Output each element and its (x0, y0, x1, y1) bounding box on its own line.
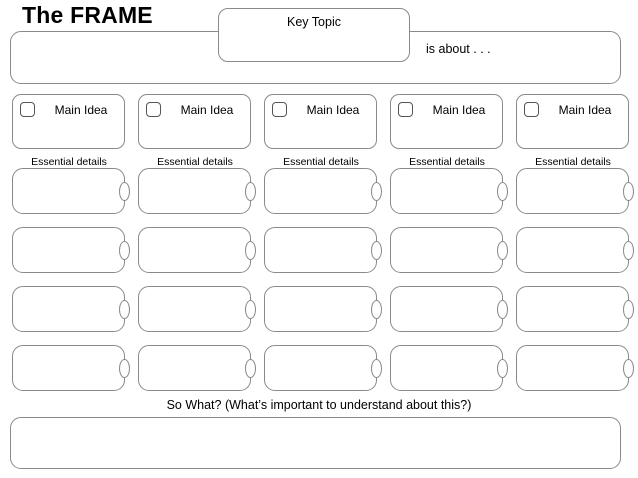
main-idea-box-2[interactable]: Main Idea (138, 94, 251, 149)
detail-knob-icon (371, 300, 382, 319)
detail-knob-icon (371, 241, 382, 260)
detail-knob-icon (497, 300, 508, 319)
key-topic-textbox[interactable] (218, 8, 410, 62)
essential-details-label-2: Essential details (157, 156, 233, 168)
detail-knob-icon (497, 182, 508, 201)
detail-box-c4-r3[interactable] (390, 286, 503, 332)
essential-details-label-3: Essential details (283, 156, 359, 168)
essential-details-label-4: Essential details (409, 156, 485, 168)
detail-box-c4-r4[interactable] (390, 345, 503, 391)
checkbox-icon[interactable] (146, 102, 161, 117)
detail-knob-icon (371, 359, 382, 378)
detail-knob-icon (245, 182, 256, 201)
detail-box-c1-r2[interactable] (12, 227, 125, 273)
main-idea-label: Main Idea (432, 103, 486, 117)
main-idea-box-1[interactable]: Main Idea (12, 94, 125, 149)
detail-knob-icon (497, 241, 508, 260)
detail-knob-icon (119, 300, 130, 319)
detail-box-c1-r4[interactable] (12, 345, 125, 391)
detail-box-c3-r1[interactable] (264, 168, 377, 214)
detail-box-c3-r2[interactable] (264, 227, 377, 273)
detail-box-c3-r3[interactable] (264, 286, 377, 332)
essential-details-label-5: Essential details (535, 156, 611, 168)
detail-box-c4-r1[interactable] (390, 168, 503, 214)
detail-knob-icon (245, 359, 256, 378)
so-what-textbox[interactable] (10, 417, 621, 469)
detail-knob-icon (119, 182, 130, 201)
checkbox-icon[interactable] (398, 102, 413, 117)
essential-details-label-1: Essential details (31, 156, 107, 168)
detail-box-c2-r1[interactable] (138, 168, 251, 214)
main-idea-label: Main Idea (558, 103, 612, 117)
detail-box-c5-r2[interactable] (516, 227, 629, 273)
is-about-label: is about . . . (426, 42, 491, 56)
detail-box-c5-r4[interactable] (516, 345, 629, 391)
detail-box-c2-r2[interactable] (138, 227, 251, 273)
detail-box-c3-r4[interactable] (264, 345, 377, 391)
detail-box-c1-r3[interactable] (12, 286, 125, 332)
main-idea-label: Main Idea (54, 103, 108, 117)
checkbox-icon[interactable] (272, 102, 287, 117)
main-idea-label: Main Idea (180, 103, 234, 117)
detail-knob-icon (245, 300, 256, 319)
key-topic-label: Key Topic (287, 15, 341, 29)
main-idea-box-4[interactable]: Main Idea (390, 94, 503, 149)
detail-box-c2-r3[interactable] (138, 286, 251, 332)
detail-knob-icon (119, 359, 130, 378)
main-idea-label: Main Idea (306, 103, 360, 117)
detail-knob-icon (623, 300, 634, 319)
so-what-label: So What? (What’s important to understand… (166, 398, 472, 412)
detail-knob-icon (623, 241, 634, 260)
detail-knob-icon (623, 359, 634, 378)
checkbox-icon[interactable] (20, 102, 35, 117)
main-idea-box-5[interactable]: Main Idea (516, 94, 629, 149)
detail-box-c5-r3[interactable] (516, 286, 629, 332)
detail-knob-icon (623, 182, 634, 201)
detail-knob-icon (119, 241, 130, 260)
detail-box-c1-r1[interactable] (12, 168, 125, 214)
detail-knob-icon (497, 359, 508, 378)
checkbox-icon[interactable] (524, 102, 539, 117)
detail-box-c2-r4[interactable] (138, 345, 251, 391)
page-title: The FRAME (22, 2, 153, 28)
detail-box-c5-r1[interactable] (516, 168, 629, 214)
detail-knob-icon (371, 182, 382, 201)
detail-box-c4-r2[interactable] (390, 227, 503, 273)
main-idea-box-3[interactable]: Main Idea (264, 94, 377, 149)
detail-knob-icon (245, 241, 256, 260)
